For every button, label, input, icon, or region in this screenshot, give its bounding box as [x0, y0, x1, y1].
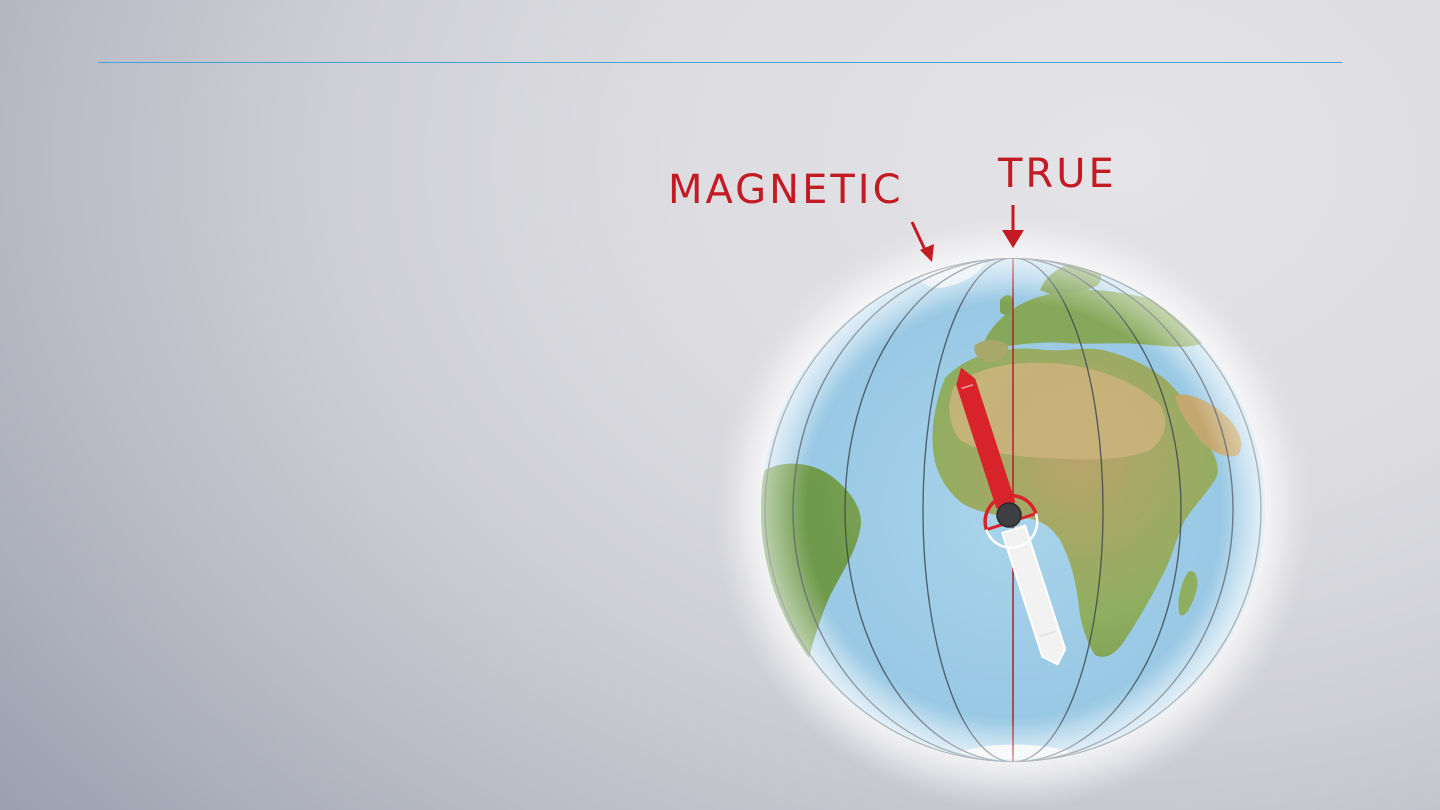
magnetic-arrow-icon: [910, 221, 934, 262]
magnetic-north-label: MAGNETIC: [668, 167, 904, 213]
compass-needle-icon: [956, 367, 1067, 666]
title-divider: [98, 62, 1342, 63]
true-north-label: TRUE: [998, 151, 1117, 197]
true-arrow-icon: [1002, 205, 1024, 248]
